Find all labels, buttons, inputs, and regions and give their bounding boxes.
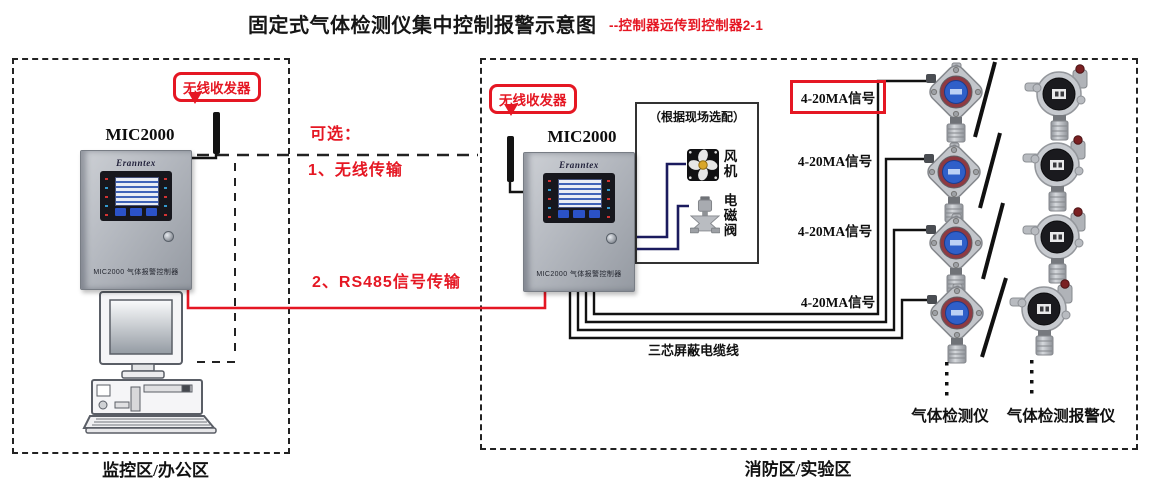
option-rs485-note: 2、RS485信号传输 [312, 274, 461, 291]
bubble-tail-left [188, 92, 202, 111]
solenoid-valve-icon [690, 196, 720, 234]
controller-model-label-right: MIC2000 [547, 127, 617, 146]
wireless-transceiver-bubble-left: 无线收发器 [173, 72, 261, 104]
zone-label-monitoring: 监控区/办公区 [102, 461, 209, 480]
signal-label-1: 4-20MA信号 [800, 91, 876, 106]
led-column-icon [164, 178, 167, 216]
zone-box-fire [480, 58, 1138, 450]
fan-icon [687, 148, 719, 182]
lock-screw-icon [163, 231, 174, 242]
detector-column-label-left: 气体检测仪 [911, 408, 989, 425]
led-column-icon [548, 180, 551, 218]
controller-right: Eranntex MIC2000 气体报警控制器 [523, 152, 635, 292]
option-box-title: （根据现场选配） [648, 110, 745, 124]
signal-label-2: 4-20MA信号 [797, 154, 873, 169]
controller-caption-left: MIC2000 气体报警控制器 [93, 269, 179, 276]
signal-label-3: 4-20MA信号 [797, 224, 873, 239]
diagram-title-text: 固定式气体检测仪集中控制报警示意图 [248, 15, 597, 37]
controller-panel-left [100, 171, 172, 221]
solenoid-valve-label: 电磁阀 [723, 193, 738, 238]
led-column-icon [607, 180, 610, 218]
controller-screen-left [115, 177, 159, 206]
diagram-title: 固定式气体检测仪集中控制报警示意图 --控制器远传到控制器2-1 [248, 9, 763, 38]
controller-brand-right: Eranntex [559, 160, 599, 170]
option-equipment-box: （根据现场选配） 风机 电磁阀 [635, 102, 759, 264]
controller-buttons-left [115, 208, 157, 216]
controller-left: Eranntex MIC2000 气体报警控制器 [80, 150, 192, 290]
controller-screen-right [558, 179, 602, 208]
controller-caption-right: MIC2000 气体报警控制器 [536, 271, 622, 278]
signal-label-highlight-box: 4-20MA信号 [790, 80, 886, 114]
controller-panel-right [543, 173, 615, 223]
controller-brand-left: Eranntex [116, 158, 156, 168]
cable-label: 三芯屏蔽电缆线 [648, 343, 740, 358]
fan-label: 风机 [723, 149, 738, 179]
detector-column-label-right: 气体检测报警仪 [1006, 408, 1116, 425]
option-wireless-note: 1、无线传输 [308, 162, 403, 179]
diagram-title-annotation: --控制器远传到控制器2-1 [608, 18, 764, 33]
wireless-transceiver-bubble-right: 无线收发器 [489, 84, 577, 116]
controller-buttons-right [558, 210, 600, 218]
signal-label-4: 4-20MA信号 [800, 295, 876, 310]
lock-screw-icon [606, 233, 617, 244]
bubble-tail-right [504, 104, 518, 123]
zone-label-fire: 消防区/实验区 [744, 460, 852, 479]
led-column-icon [105, 178, 108, 216]
zone-box-monitoring [12, 58, 290, 454]
controller-model-label-left: MIC2000 [105, 125, 175, 144]
options-heading: 可选： [310, 126, 362, 143]
